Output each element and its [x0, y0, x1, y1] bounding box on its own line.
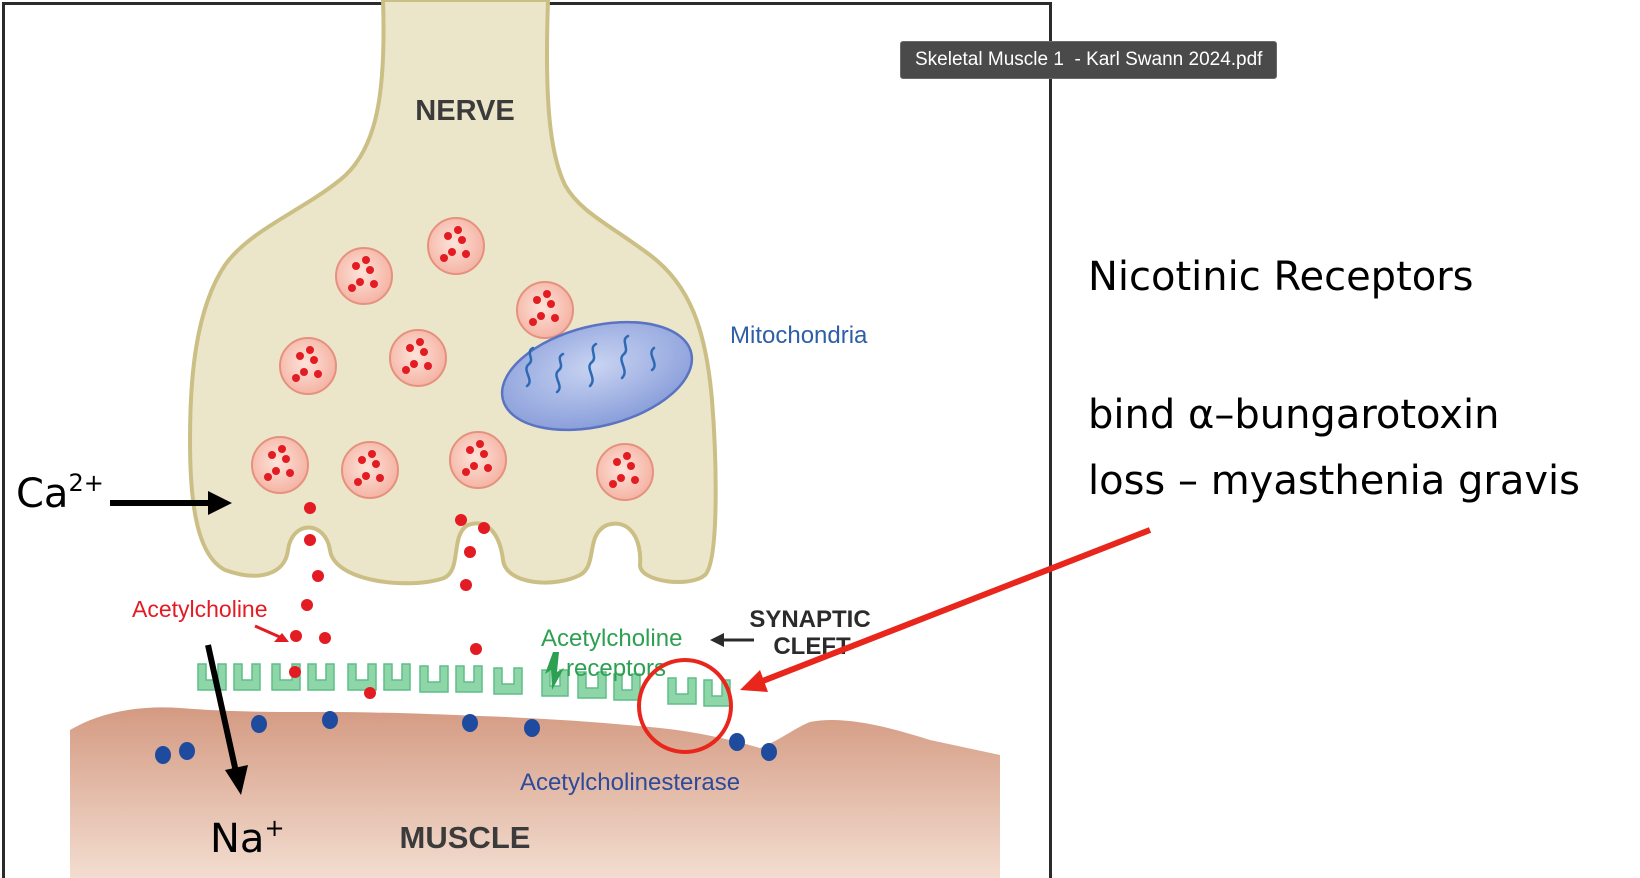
vesicle	[516, 281, 574, 339]
vesicle	[335, 247, 393, 305]
esterase-dot	[524, 719, 540, 737]
receptors-pointer	[710, 633, 754, 647]
slide-title: Nicotinic Receptors	[1088, 254, 1474, 300]
receptor	[347, 663, 377, 691]
vesicle	[596, 443, 654, 501]
vesicle	[341, 441, 399, 499]
vesicle	[427, 217, 485, 275]
file-name-tooltip: Skeletal Muscle 1 - Karl Swann 2024.pdf	[900, 41, 1278, 79]
acetylcholine-molecules	[289, 502, 490, 699]
synaptic-label-line2: CLEFT	[773, 633, 851, 660]
slide-line-myasthenia: loss – myasthenia gravis	[1088, 458, 1580, 504]
sodium-ion-label: Na+	[210, 814, 285, 862]
esterase-label: Acetylcholinesterase	[520, 769, 740, 796]
esterase-dot	[761, 743, 777, 761]
receptor	[493, 667, 523, 695]
mitochondria-label: Mitochondria	[730, 322, 868, 349]
acetylcholine-label: Acetylcholine	[132, 596, 268, 622]
receptor	[577, 671, 607, 699]
receptor	[307, 663, 335, 691]
vesicle	[251, 436, 309, 494]
mitochondrion	[500, 320, 694, 432]
receptor-highlight-circle	[637, 658, 733, 754]
slide-line-bungarotoxin: bind α–bungarotoxin	[1088, 392, 1500, 438]
synaptic-vesicles	[251, 217, 654, 501]
vesicle	[449, 431, 507, 489]
receptor-highlight-annotation	[637, 527, 1152, 754]
receptor-highlight-arrow	[758, 527, 1152, 685]
calcium-ion-label: Ca2+	[16, 469, 104, 517]
nerve-label: NERVE	[415, 95, 514, 127]
muscle-label: MUSCLE	[400, 820, 531, 855]
vesicle	[279, 337, 337, 395]
esterase-dot	[322, 711, 338, 729]
receptor	[455, 665, 483, 693]
receptor	[419, 665, 449, 693]
esterase-dot	[729, 733, 745, 751]
esterase-dot	[155, 746, 171, 764]
receptor	[383, 663, 411, 691]
esterase-dot	[462, 714, 478, 732]
receptor-down-pointer	[545, 652, 564, 690]
sodium-influx-arrow	[205, 644, 248, 795]
acetylcholine-pointer	[254, 624, 289, 642]
receptor	[541, 669, 569, 697]
acetylcholinesterase-molecules	[155, 711, 777, 764]
vesicle	[389, 329, 447, 387]
receptor	[233, 663, 261, 691]
receptor	[667, 677, 697, 705]
esterase-dot	[251, 715, 267, 733]
synaptic-label-line1: SYNAPTIC	[749, 606, 870, 633]
receptors-label-line1: Acetylcholine	[541, 625, 682, 652]
calcium-influx-arrow	[110, 491, 232, 515]
acetylcholine-receptors	[197, 663, 731, 707]
esterase-dot	[179, 742, 195, 760]
